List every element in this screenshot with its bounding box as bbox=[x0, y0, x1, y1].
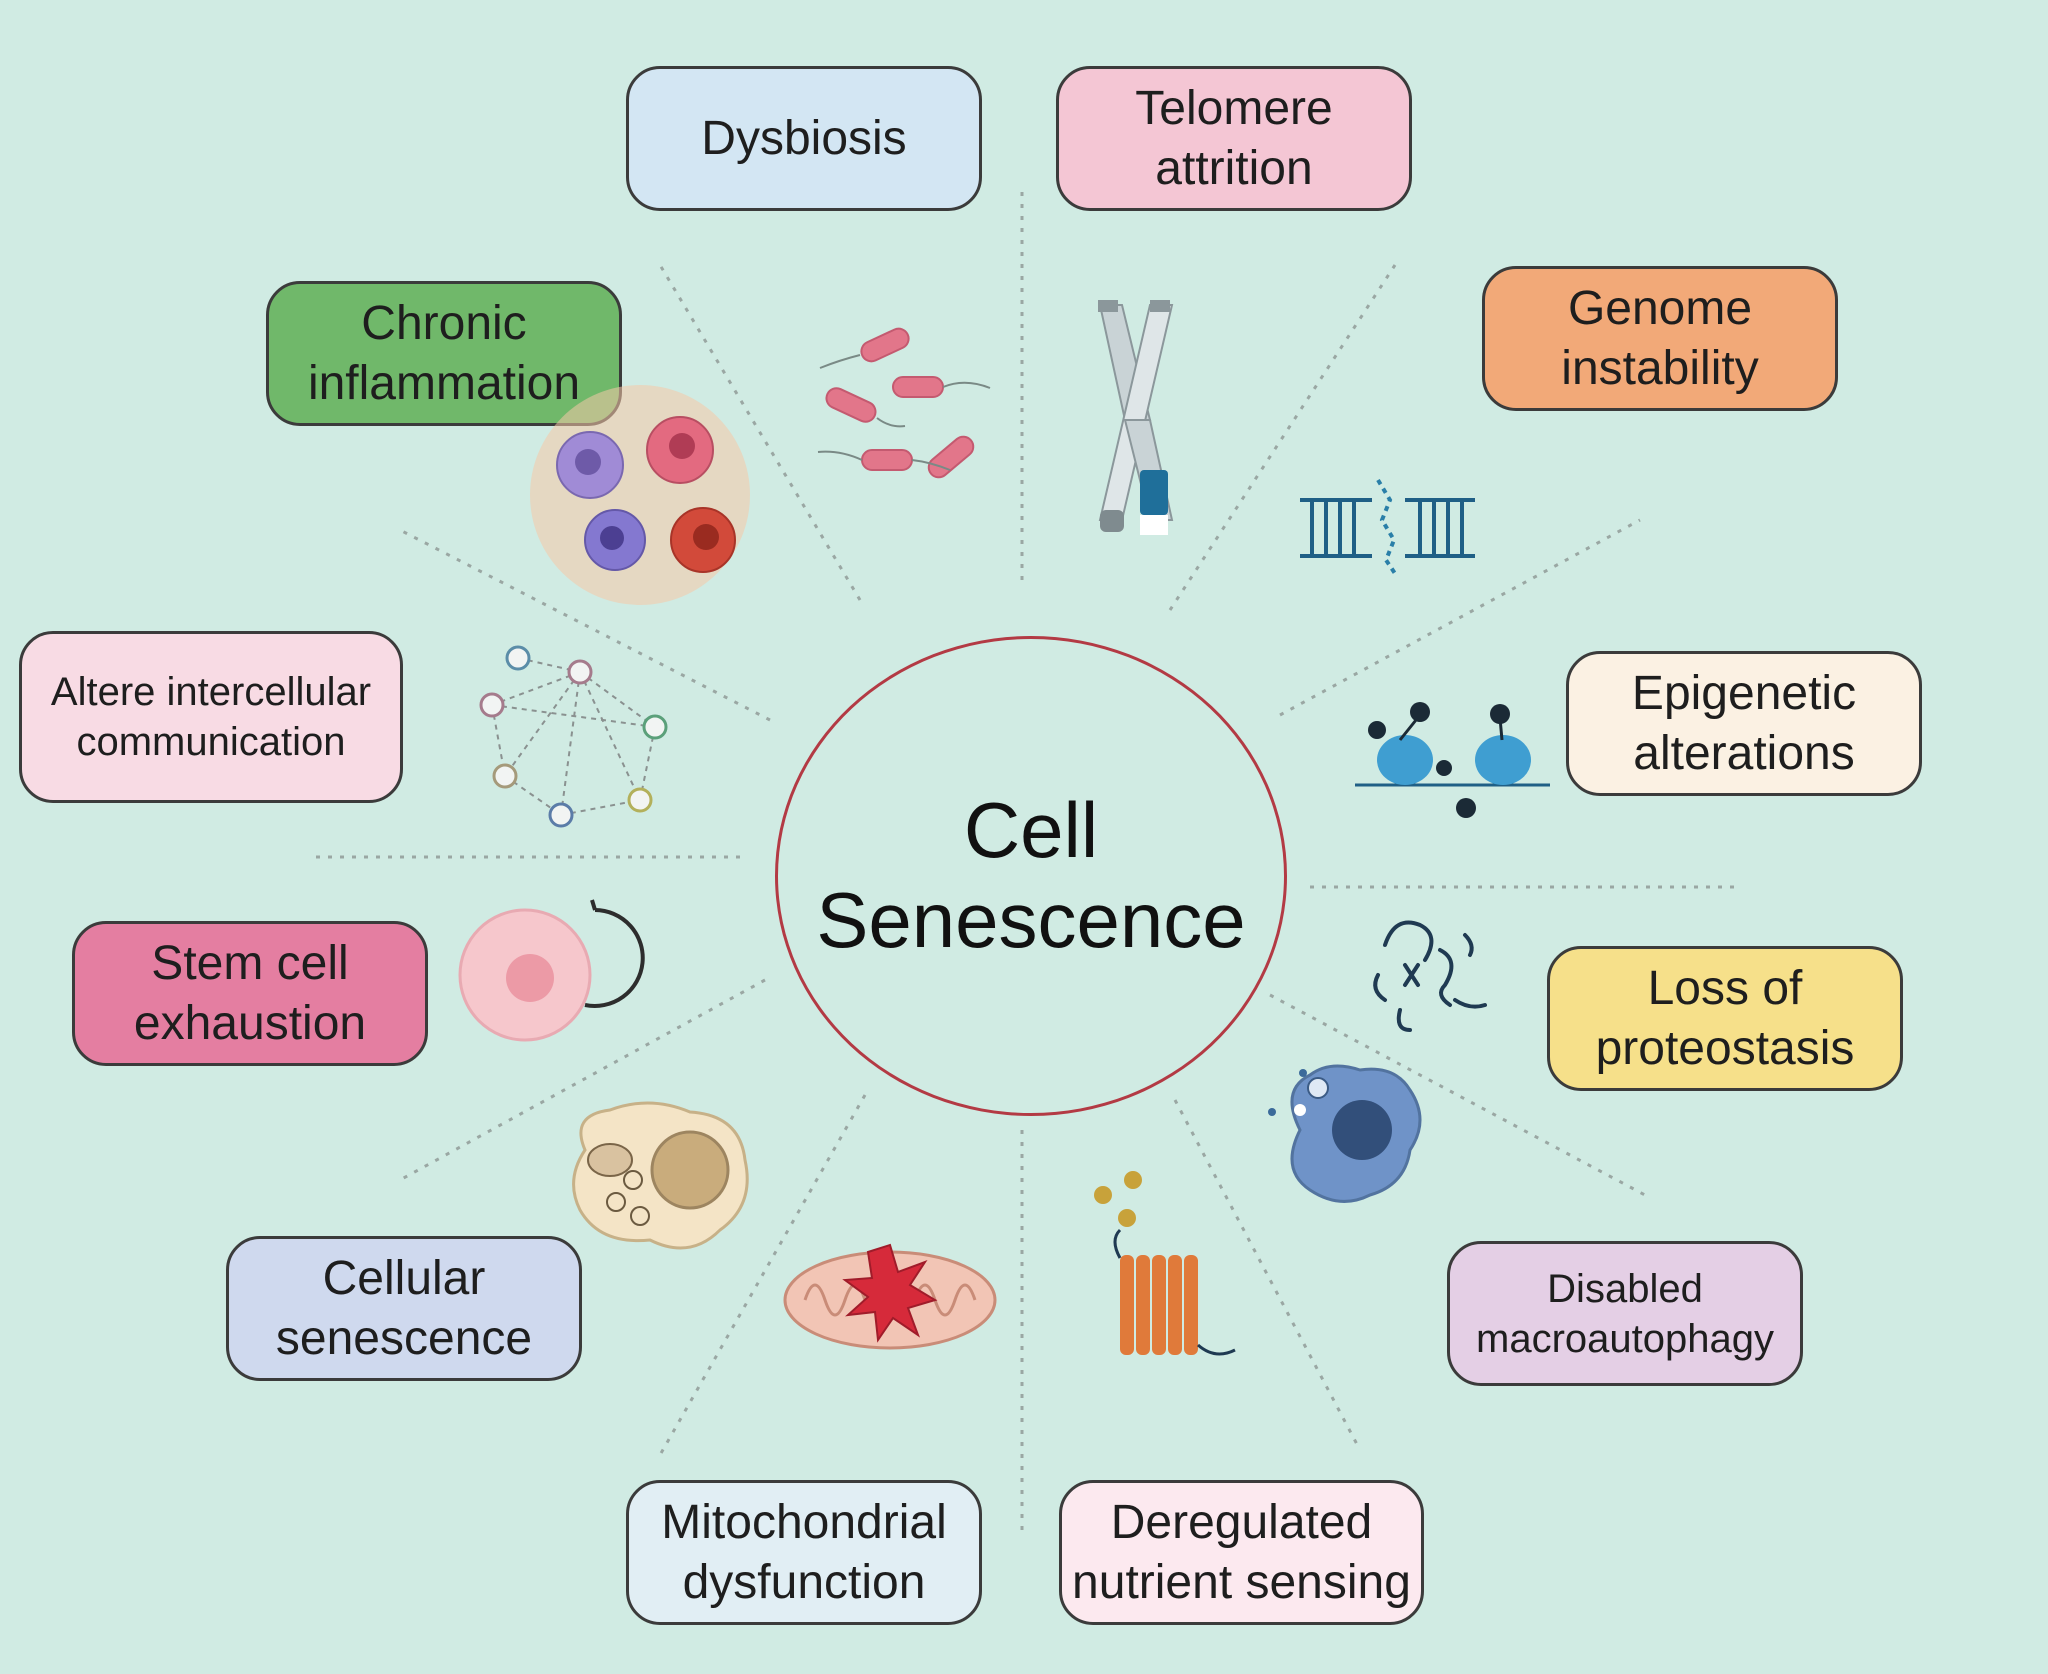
hallmark-telomere-attrition-label: Telomere attrition bbox=[1135, 81, 1333, 195]
connector-epigenetic bbox=[1279, 518, 1641, 717]
hallmark-cellular-senescence-label: Cellular senescence bbox=[275, 1251, 533, 1365]
hallmark-mitochondrial-dysfunction-label: Mitochondrial dysfunction bbox=[661, 1495, 947, 1609]
hallmark-telomere-attrition: Telomere attrition bbox=[1056, 66, 1412, 211]
hallmark-mitochondrial-dysfunction: Mitochondrial dysfunction bbox=[626, 1480, 982, 1625]
senescent-cell-icon bbox=[572, 1101, 749, 1250]
hallmark-altered-intercellular-communication-label: Altere intercellular communication bbox=[50, 670, 372, 764]
hallmark-disabled-macroautophagy-label: Disabled macroautophagy bbox=[1476, 1266, 1774, 1361]
hallmark-cellular-senescence: Cellular senescence bbox=[226, 1236, 582, 1381]
hallmark-genome-instability: Genome instability bbox=[1482, 266, 1838, 411]
nucleosome-icon bbox=[1355, 702, 1550, 818]
hallmark-deregulated-nutrient-sensing: Deregulated nutrient sensing bbox=[1059, 1480, 1424, 1625]
bacteria-icon bbox=[817, 327, 991, 479]
hallmark-dysbiosis: Dysbiosis bbox=[626, 66, 982, 211]
autophagy-cell-icon bbox=[1268, 1064, 1422, 1203]
nutrient-receptor-icon bbox=[1094, 1171, 1236, 1356]
misfolded-protein-icon bbox=[1373, 920, 1487, 1032]
connector-genome bbox=[1168, 264, 1397, 611]
hallmark-dysbiosis-label: Dysbiosis bbox=[701, 111, 907, 165]
hallmark-epigenetic-alterations-label: Epigenetic alterations bbox=[1631, 666, 1857, 780]
immune-cells-icon bbox=[530, 385, 750, 605]
stem-cell-icon bbox=[458, 899, 645, 1042]
cell-network-icon bbox=[479, 645, 668, 828]
hallmark-loss-of-proteostasis: Loss of proteostasis bbox=[1547, 946, 1903, 1091]
hallmark-disabled-macroautophagy: Disabled macroautophagy bbox=[1447, 1241, 1803, 1386]
hallmark-chronic-inflammation: Chronic inflammation bbox=[266, 281, 622, 426]
hallmark-genome-instability-label: Genome instability bbox=[1561, 281, 1759, 395]
hallmark-chronic-inflammation-label: Chronic inflammation bbox=[307, 296, 581, 410]
center-title: Cell Senescence bbox=[816, 786, 1246, 964]
mitochondrion-icon bbox=[783, 1243, 997, 1350]
connector-mitochondrial bbox=[658, 1094, 867, 1456]
hallmark-epigenetic-alterations: Epigenetic alterations bbox=[1566, 651, 1922, 796]
hallmark-stem-cell-exhaustion: Stem cell exhaustion bbox=[72, 921, 428, 1066]
chromosome-icon bbox=[1098, 300, 1174, 535]
hallmark-deregulated-nutrient-sensing-label: Deregulated nutrient sensing bbox=[1072, 1495, 1411, 1609]
connector-communication bbox=[399, 528, 771, 722]
center-circle: Cell Senescence bbox=[775, 636, 1287, 1116]
connector-dysbiosis bbox=[658, 264, 862, 601]
hallmark-stem-cell-exhaustion-label: Stem cell exhaustion bbox=[133, 936, 367, 1050]
hallmark-altered-intercellular-communication: Altere intercellular communication bbox=[19, 631, 403, 803]
hallmark-loss-of-proteostasis-label: Loss of proteostasis bbox=[1595, 961, 1855, 1075]
dna-damage-icon bbox=[1300, 478, 1475, 577]
